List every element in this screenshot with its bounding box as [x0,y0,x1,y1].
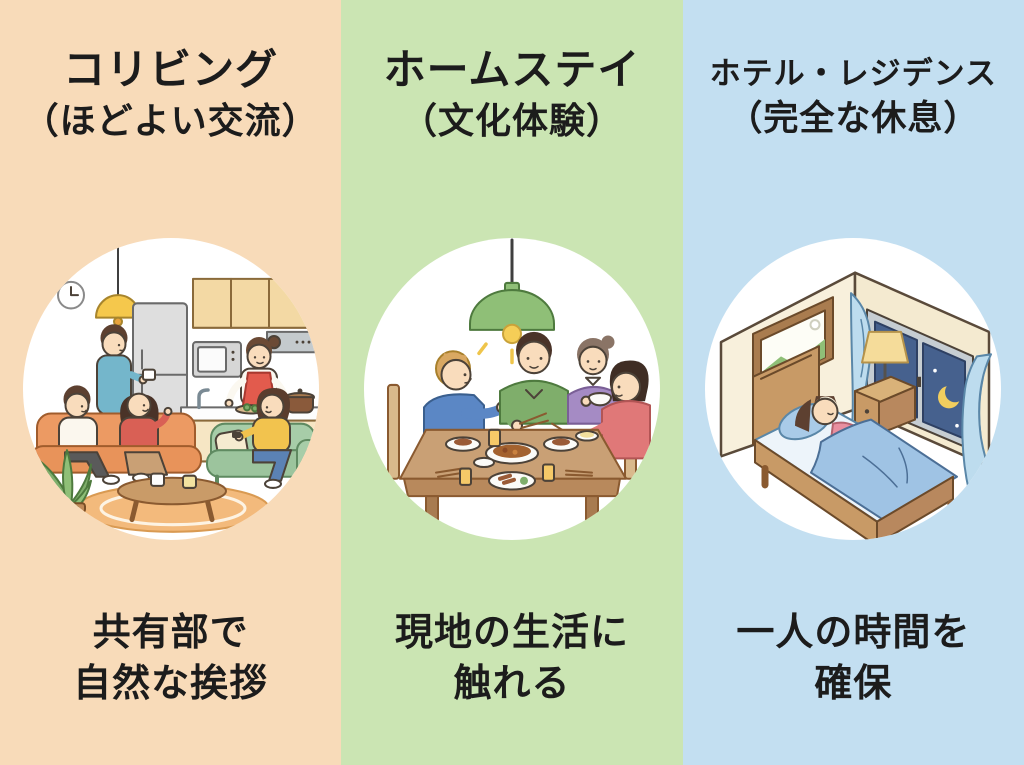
homestay-caption-line1: 現地の生活に [394,612,629,654]
hotel-bedroom-illustration [705,238,1002,540]
homestay-header: ホームステイ （文化体験） [341,44,682,145]
window-handle [917,376,922,387]
wall-clock [56,280,85,310]
column-hotel-residence: ホテル・レジデンス （完全な休息） [682,0,1024,765]
range-hood [265,330,316,354]
coliving-caption-line2: 自然な挨拶 [73,662,269,705]
hotel-illustration-circle [703,236,1003,542]
homestay-dinner-illustration [363,238,660,540]
homestay-caption-line2: 触れる [453,662,571,705]
pendant-lamp [468,238,555,365]
host-father [498,331,569,432]
coliving-illustration-circle [21,236,321,542]
coliving-caption-line1: 共有部で [92,612,249,654]
mug-yellow [181,474,197,489]
hotel-caption: 一人の時間を 確保 [683,608,1024,709]
coliving-header: コリビング （ほどよい交流） [0,44,341,145]
hotel-title: ホテル・レジデンス [709,56,998,91]
crescent-moon [938,381,966,409]
kitchen-cabinets [191,277,308,329]
bedside-table [854,330,917,436]
hotel-subtitle: （完全な休息） [727,98,980,138]
coliving-subtitle: （ほどよい交流） [22,99,319,141]
coliving-lounge-illustration [22,238,319,540]
mug-white [149,472,165,487]
drinks [458,428,555,486]
hotel-header: ホテル・レジデンス （完全な休息） [683,44,1024,142]
microwave [191,341,242,378]
coffee-table [116,472,227,523]
orange-sofa-group [29,385,202,485]
hotel-caption-line1: 一人の時間を [736,612,971,654]
homestay-title: ホームステイ [383,46,641,93]
coliving-caption: 共有部で 自然な挨拶 [0,608,341,709]
hotel-caption-line2: 確保 [814,662,893,705]
standing-person-with-cup [95,324,156,416]
bed [752,345,959,540]
homestay-illustration-circle [362,236,662,542]
column-coliving: コリビング （ほどよい交流） [0,0,342,765]
column-homestay: ホームステイ （文化体験） [341,0,683,765]
coliving-title: コリビング [63,46,279,93]
homestay-caption: 現地の生活に 触れる [341,608,682,709]
homestay-subtitle: （文化体験） [400,99,623,141]
